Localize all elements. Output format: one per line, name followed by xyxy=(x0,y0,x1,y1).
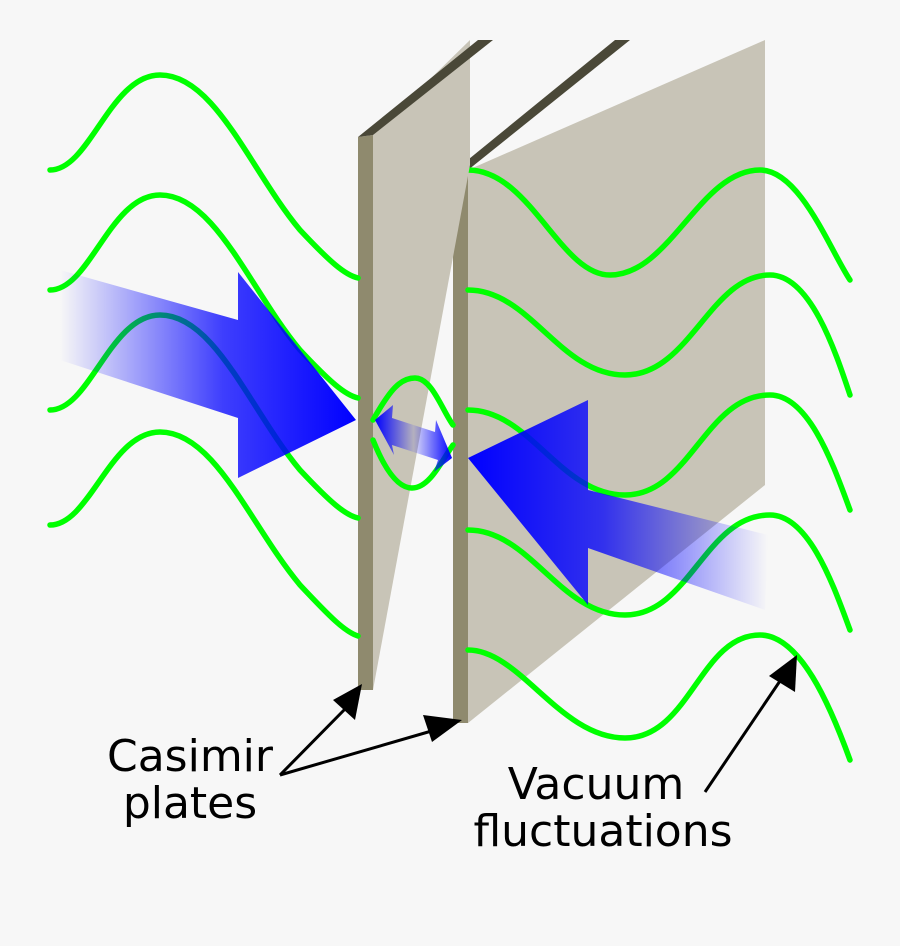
casimir-label-line2: plates xyxy=(123,778,257,829)
casimir-plate-front xyxy=(358,40,493,690)
vacuum-pointer-arrow xyxy=(703,655,797,793)
plate-back-edge xyxy=(453,170,468,723)
plate-front-edge xyxy=(358,135,373,690)
double-arrow-icon xyxy=(375,405,452,472)
vacuum-label-line1: Vacuum xyxy=(508,759,684,810)
plate-front-face xyxy=(373,40,470,690)
vacuum-label-line2: fluctuations xyxy=(473,806,732,857)
plate-back-top xyxy=(453,40,630,172)
casimir-pointer-arrows xyxy=(278,684,462,777)
arrow-right-icon xyxy=(60,270,356,478)
plate-back-face xyxy=(468,40,765,723)
casimir-plate-back xyxy=(453,40,765,723)
plate-front-top xyxy=(358,40,493,137)
arrow-left-icon xyxy=(468,400,768,610)
casimir-label-line1: Casimir xyxy=(107,731,274,782)
